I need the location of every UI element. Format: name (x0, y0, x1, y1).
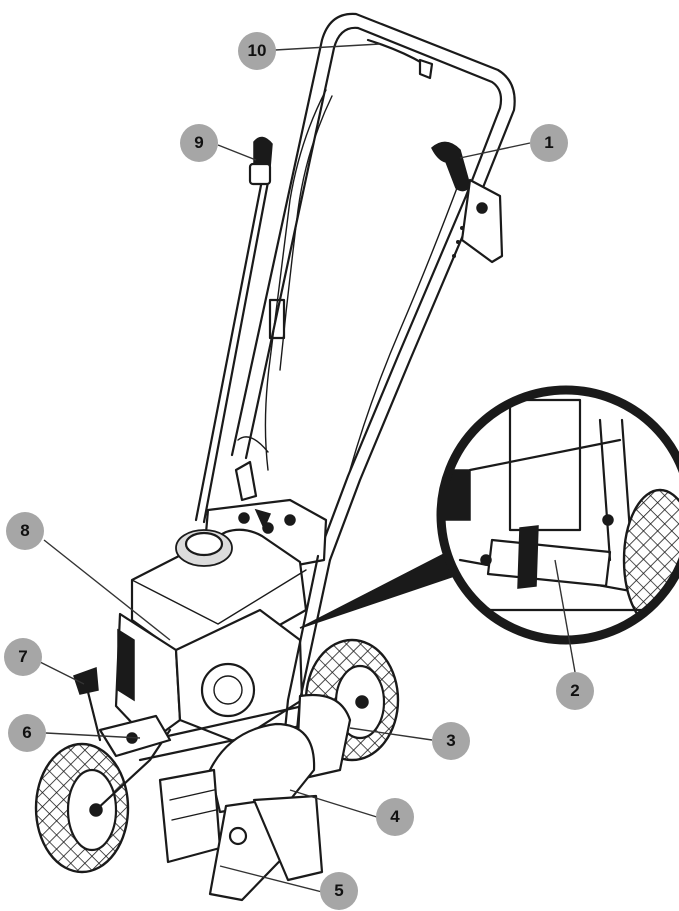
drive-control-lever (431, 141, 504, 264)
depth-adjustment-rod (194, 136, 273, 524)
curb-hop-bracket (98, 714, 172, 758)
callout-label: 7 (18, 647, 28, 666)
shift-lever (73, 666, 102, 742)
leader-lines (39, 43, 576, 894)
callout-2: 2 (556, 672, 594, 710)
callout-label: 1 (544, 133, 554, 152)
callout-label: 10 (247, 41, 267, 60)
blade-guard (158, 722, 316, 864)
callout-3: 3 (432, 722, 470, 760)
callout-7: 7 (4, 638, 42, 676)
detail-inset (436, 385, 679, 645)
callout-8: 8 (6, 512, 44, 550)
callout-10: 10 (238, 32, 276, 70)
callout-5: 5 (320, 872, 358, 910)
callout-6: 6 (8, 714, 46, 752)
callout-label: 3 (446, 731, 456, 750)
edger-blade (208, 794, 324, 902)
callout-1: 1 (530, 124, 568, 162)
front-wheel (34, 728, 172, 874)
callout-label: 6 (22, 723, 32, 742)
callout-9: 9 (180, 124, 218, 162)
control-cables (264, 89, 461, 471)
callout-label: 5 (334, 881, 344, 900)
callout-label: 9 (194, 133, 204, 152)
callout-label: 8 (20, 521, 30, 540)
handle-bar (230, 12, 516, 562)
callout-label: 4 (390, 807, 400, 826)
callout-4: 4 (376, 798, 414, 836)
throttle-lever (366, 38, 434, 80)
callout-label: 2 (570, 681, 580, 700)
